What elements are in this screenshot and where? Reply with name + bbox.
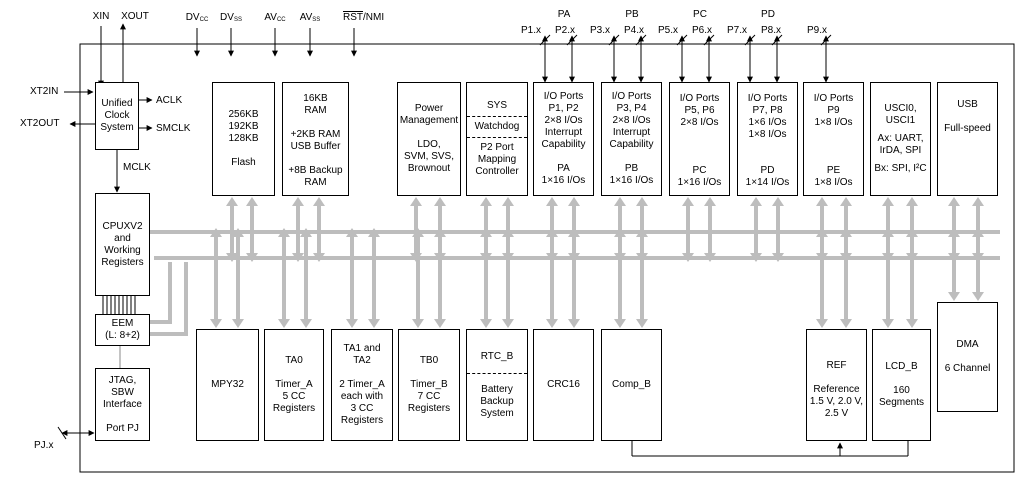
- port-group-pb: PB: [625, 9, 639, 20]
- bus-link-lcd: [906, 228, 918, 328]
- pin-p1x: P1.x: [521, 25, 542, 36]
- eem-block: EEM(L: 8+2): [95, 314, 150, 346]
- bus-link-rtc: [502, 228, 514, 328]
- bus-link-ref: [816, 228, 828, 328]
- aclk-label: ACLK: [156, 95, 183, 106]
- smclk-label: SMCLK: [156, 123, 191, 134]
- bus-link-tb0: [412, 228, 424, 328]
- bus-link-pc: [704, 197, 716, 262]
- mpy32-block: MPY32: [196, 329, 259, 441]
- xout-pin-label: XOUT: [121, 11, 149, 22]
- bus-link-crc: [546, 228, 558, 328]
- bus-link-flash: [246, 197, 258, 262]
- pin-p4x: P4.x: [624, 25, 645, 36]
- pin-p2x: P2.x: [555, 25, 576, 36]
- bus-link-mpy: [232, 228, 244, 328]
- bus-connectors: [150, 230, 188, 336]
- mclk-label: MCLK: [123, 162, 151, 173]
- pin-p3x: P3.x: [590, 25, 611, 36]
- pj-slash: [57, 426, 67, 440]
- bus-link-dma: [948, 228, 960, 301]
- port-group-pa: PA: [557, 9, 571, 20]
- crc16-block: CRC16: [533, 329, 594, 441]
- bus-link-tb0: [434, 228, 446, 328]
- xt2out-pin-label: XT2OUT: [20, 118, 60, 129]
- bus-link-ram: [292, 197, 304, 262]
- xt2in-pin-label: XT2IN: [30, 86, 59, 97]
- bus-link-ref: [840, 228, 852, 328]
- bus-link-ta12: [368, 228, 380, 328]
- bus-link-flash: [226, 197, 238, 262]
- pin-p8x: P8.x: [761, 25, 782, 36]
- pin-p5x: P5.x: [658, 25, 679, 36]
- pin-p7x: P7.x: [727, 25, 748, 36]
- xin-pin-label: XIN: [92, 11, 110, 22]
- bus-link-crc: [568, 228, 580, 328]
- comp-b-block: Comp_B: [601, 329, 662, 441]
- bus-link-comp: [614, 228, 626, 328]
- bus-link-comp: [636, 228, 648, 328]
- bus-link-pd: [772, 197, 784, 262]
- pin-p9x: P9.x: [807, 25, 828, 36]
- bus-link-pd: [750, 197, 762, 262]
- usci-block: USCI0,USCI1 Ax: UART,IrDA, SPI Bx: SPI, …: [870, 82, 931, 196]
- port-group-pd: PD: [761, 9, 775, 20]
- pin-p6x: P6.x: [692, 25, 713, 36]
- bus-link-ta0: [278, 228, 290, 328]
- port-group-pc: PC: [693, 9, 707, 20]
- rst-nmi-pin-label: RST/NMI: [343, 12, 385, 23]
- bus-link-mpy: [210, 228, 222, 328]
- bus-link-lcd: [882, 228, 894, 328]
- dvcc-pin-label: DVCC: [185, 12, 209, 23]
- bus-link-ta12: [346, 228, 358, 328]
- bus-link-ta0: [300, 228, 312, 328]
- avcc-pin-label: AVCC: [264, 12, 286, 23]
- bus-link-pc: [682, 197, 694, 262]
- bus-link-ram: [313, 197, 325, 262]
- bus-link-dma: [972, 228, 984, 301]
- avss-pin-label: AVSS: [299, 12, 321, 23]
- pjx-pin-label: PJ.x: [34, 440, 54, 451]
- address-bus: [154, 230, 1000, 260]
- dvss-pin-label: DVSS: [220, 12, 242, 23]
- bus-link-rtc: [480, 228, 492, 328]
